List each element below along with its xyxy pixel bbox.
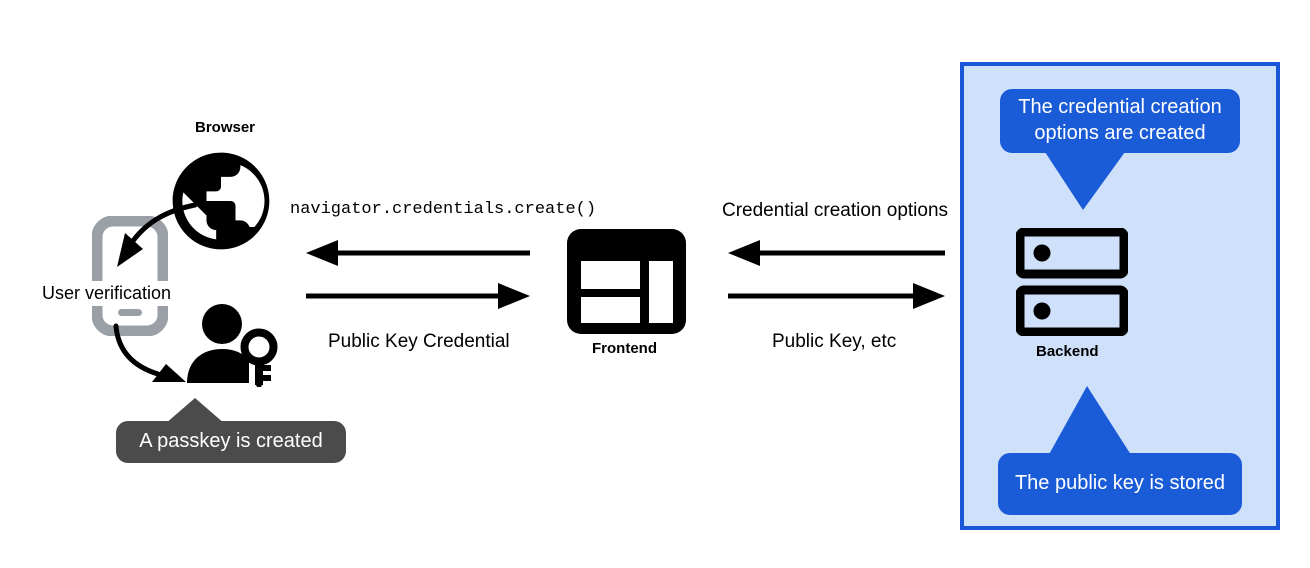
- frontend-label: Frontend: [592, 340, 657, 357]
- backend-label: Backend: [1036, 343, 1099, 360]
- passkey-created-callout-pointer: [165, 398, 225, 424]
- flow-label-credential-creation-options: Credential creation options: [722, 200, 949, 221]
- user-verification-label: User verification: [40, 281, 174, 306]
- flow-label-public-key-credential: Public Key Credential: [328, 331, 510, 352]
- flow-label-navigator-credentials-create: navigator.credentials.create(): [290, 200, 597, 219]
- phone-to-passkey-arrow: [108, 320, 218, 395]
- server-rack-icon: [1016, 228, 1128, 336]
- globe-icon: [163, 143, 279, 259]
- arrow-frontend-to-backend: [728, 283, 945, 309]
- credential-options-callout-pointer: [1045, 152, 1125, 210]
- browser-to-phone-arrow: [95, 195, 205, 275]
- browser-label: Browser: [195, 119, 256, 136]
- arrow-browser-to-frontend: [306, 283, 530, 309]
- smartphone-icon: [92, 216, 168, 336]
- public-key-stored-callout-pointer: [1047, 386, 1133, 458]
- arrow-frontend-from-backend: [728, 240, 945, 266]
- person-key-icon: [187, 303, 283, 387]
- dashboard-layout-icon: [567, 229, 686, 334]
- public-key-stored-callout: The public key is stored: [998, 453, 1242, 515]
- arrow-browser-from-frontend: [306, 240, 530, 266]
- passkey-created-callout: A passkey is created: [116, 421, 346, 463]
- credential-options-created-callout: The credential creation options are crea…: [1000, 89, 1240, 153]
- flow-label-public-key-etc: Public Key, etc: [772, 331, 897, 352]
